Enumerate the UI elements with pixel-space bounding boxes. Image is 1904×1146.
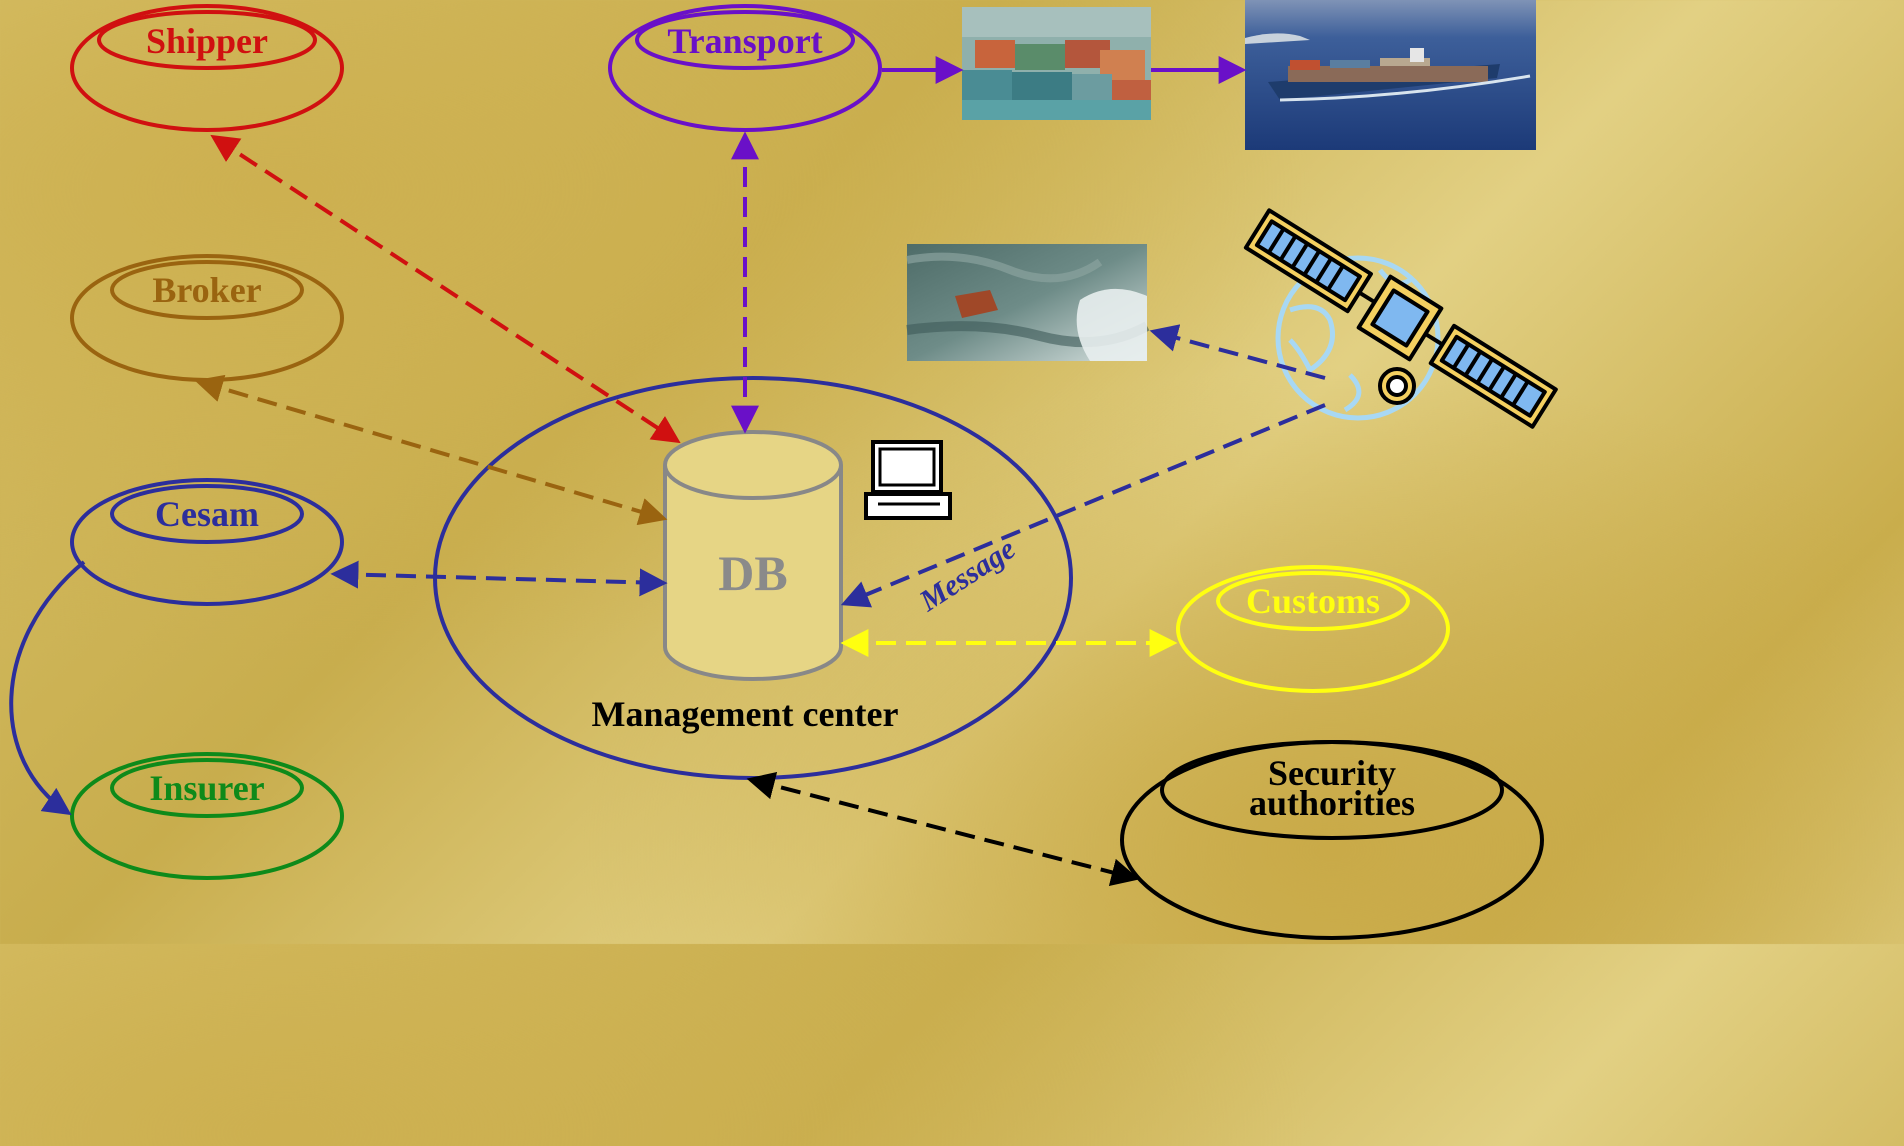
security-label-line2: authorities — [1249, 783, 1415, 823]
management-center-title: Management center — [592, 694, 899, 734]
sea-debris-image — [906, 244, 1150, 361]
cesam-db-link — [330, 560, 668, 597]
node-customs[interactable]: Customs — [1176, 565, 1450, 693]
container-ship-image — [1245, 0, 1536, 150]
db-label: DB — [718, 545, 787, 601]
satellite-icon — [1243, 208, 1558, 429]
container-stack-image — [962, 7, 1151, 120]
diagram-canvas: Management center DB Shipper Transport B… — [9, 0, 1558, 940]
transport-label: Transport — [667, 21, 822, 61]
node-cesam[interactable]: Cesam — [70, 478, 344, 606]
globe-icon — [1275, 255, 1441, 421]
cesam-insurer-link — [9, 560, 86, 816]
shipper-label: Shipper — [146, 21, 268, 61]
insurer-label: Insurer — [149, 768, 264, 808]
broker-db-link — [194, 374, 668, 526]
broker-label: Broker — [152, 270, 261, 310]
cesam-label: Cesam — [155, 494, 259, 534]
database-cylinder[interactable]: DB — [663, 430, 843, 681]
node-shipper[interactable]: Shipper — [70, 4, 344, 132]
satellite-db-message-link — [840, 403, 1326, 608]
security-label-line1: Security — [1268, 753, 1396, 793]
shipper-db-link — [210, 134, 681, 444]
node-transport[interactable]: Transport — [608, 4, 882, 132]
customs-label: Customs — [1246, 581, 1380, 621]
node-security-authorities[interactable]: Security authorities — [1120, 740, 1544, 940]
node-insurer[interactable]: Insurer — [70, 752, 344, 880]
computer-icon — [864, 440, 952, 520]
message-label: Message — [913, 532, 1021, 618]
center-security-link — [746, 772, 1140, 886]
node-broker[interactable]: Broker — [70, 254, 344, 382]
